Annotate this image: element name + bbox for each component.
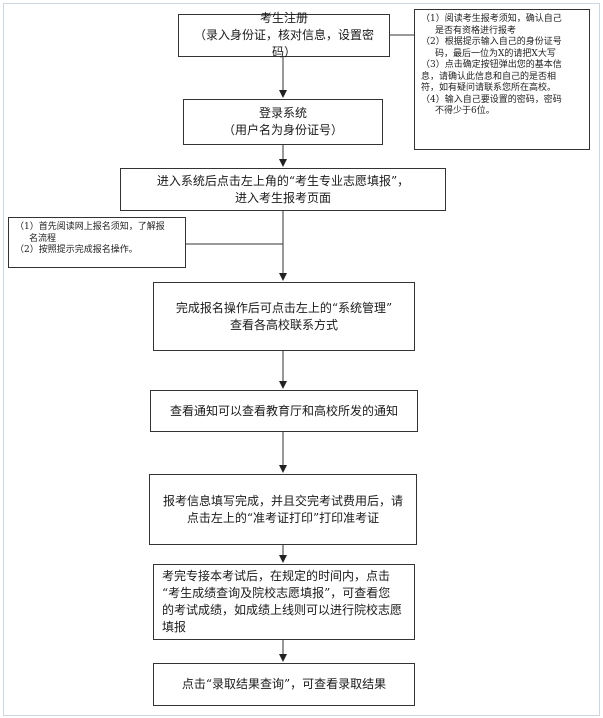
note-right-item2-a: （2）根据提示输入自己的身份证号 [421, 37, 562, 47]
step-enter-system-line1: 进入系统后点击左上角的“考生专业志愿填报”， [156, 173, 410, 188]
step-admission-result: 点击“录取结果查询”，可查看录取结果 [153, 663, 415, 706]
step-admission-ticket: 报考信息填写完成，并且交完考试费用后，请 点击左上的“准考证打印”打印准考证 [149, 474, 417, 545]
step-score-query-line3: 的考试成绩，如成绩上线则可以进行院校志愿 [162, 603, 403, 617]
step-login: 登录系统 （用户名为身份证号） [183, 99, 383, 145]
step-notice: 查看通知可以查看教育厅和高校所发的通知 [150, 390, 418, 432]
step-admission-ticket-line2: 点击左上的“准考证打印”打印准考证 [186, 510, 380, 525]
note-right-item4-a: （4）输入自己要设置的密码，密码 [421, 94, 562, 105]
image-frame [3, 3, 600, 716]
step-login-title: 登录系统 [258, 106, 307, 120]
note-left-item1-a: （1）首先阅读网上报名须知，了解报 [15, 222, 165, 232]
step-system-management-line2: 查看各高校联系方式 [229, 317, 338, 332]
step-score-query: 考完专接本考试后，在规定的时间内，点击 “考生成绩查询及院校志愿填报”，可查看您… [153, 564, 415, 640]
note-left-item1-b: 名流程 [29, 233, 57, 244]
step-score-query-line4: 填报 [162, 620, 187, 634]
note-right-item3-a: （3）点击确定按钮弹出您的基本信 [421, 60, 562, 70]
step-score-query-line1: 考完专接本考试后，在规定的时间内，点击 [162, 569, 391, 583]
step-enter-system-line2: 进入考生报考页面 [234, 190, 331, 205]
note-right-item3-b: 息，请确认此信息和自己的是否相 [421, 71, 557, 82]
step-admission-result-text: 点击“录取结果查询”，可查看录取结果 [181, 677, 387, 691]
note-right-item2-b: 码，最后一位为X的请把X大写 [435, 48, 556, 59]
note-registration-steps: （1）首先阅读网上报名须知，了解报 名流程 （2）按照提示完成报名操作。 [8, 217, 186, 268]
step-register-detail: （录入身份证，核对信息，设置密码） [193, 28, 374, 59]
step-score-query-line2: “考生成绩查询及院校志愿填报”，可查看您 [162, 586, 391, 600]
note-right-item3-c: 符，如有疑问请联系您所在高校。 [421, 83, 557, 93]
note-right-item1-a: （1）阅读考生报考须知，确认自己 [421, 14, 562, 24]
step-login-detail: （用户名为身份证号） [222, 123, 343, 137]
step-system-management: 完成报名操作后可点击左上的“系统管理” 查看各高校联系方式 [153, 282, 415, 351]
step-admission-ticket-line1: 报考信息填写完成，并且交完考试费用后，请 [162, 493, 403, 508]
step-register-title: 考生注册 [259, 11, 308, 25]
step-register: 考生注册 （录入身份证，核对信息，设置密码） [178, 11, 390, 59]
step-system-management-line1: 完成报名操作后可点击左上的“系统管理” [175, 300, 393, 315]
note-right-item1-b: 是否有资格进行报考 [435, 25, 517, 36]
step-notice-text: 查看通知可以查看教育厅和高校所发的通知 [169, 403, 398, 418]
note-left-item2: （2）按照提示完成报名操作。 [15, 245, 138, 255]
note-register-instructions: （1）阅读考生报考须知，确认自己 是否有资格进行报考 （2）根据提示输入自己的身… [414, 9, 590, 150]
step-enter-system: 进入系统后点击左上角的“考生专业志愿填报”， 进入考生报考页面 [120, 168, 446, 211]
note-right-item4-b: 不得少于6位。 [435, 106, 495, 116]
